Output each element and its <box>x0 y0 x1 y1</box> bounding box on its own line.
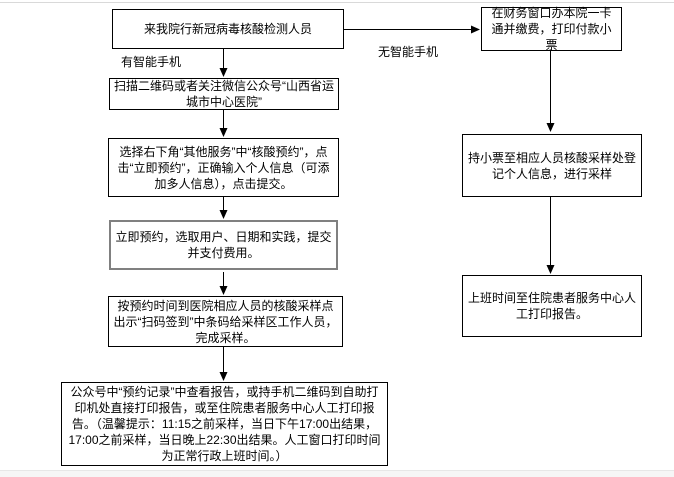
node-report: 公众号中“预约记录”中查看报告，或持手机二维码到自助打印机处直接打印报告，或至住… <box>61 382 388 466</box>
node-book-now: 立即预约，选取用户、日期和实践，提交并支付费用。 <box>109 220 338 270</box>
node-sampling: 按预约时间到医院相应人员的核酸采样点出示“扫码签到”中条码给采样区工作人员，完成… <box>108 296 343 347</box>
node-choose-service: 选择右下角“其他服务”中“核酸预约”，点击“立即预约”，正确输入个人信息（可添加… <box>108 138 339 197</box>
label-no-smartphone: 无智能手机 <box>378 45 439 59</box>
node-finance-window: 在财务窗口办本院一卡通并缴费，打印付款小票 <box>481 6 622 52</box>
node-ticket-sampling: 持小票至相应人员核酸采样处登记个人信息，进行采样 <box>462 134 642 197</box>
window-top-edge <box>0 2 674 3</box>
node-manual-print: 上班时间至住院患者服务中心人工打印报告。 <box>462 275 642 337</box>
node-start: 来我院行新冠病毒核酸检测人员 <box>112 9 344 49</box>
node-scan-qr: 扫描二维码或者关注微信公众号“山西省运城市中心医院” <box>109 78 339 110</box>
window-bottom-strip <box>0 470 674 477</box>
label-has-smartphone: 有智能手机 <box>121 55 182 69</box>
